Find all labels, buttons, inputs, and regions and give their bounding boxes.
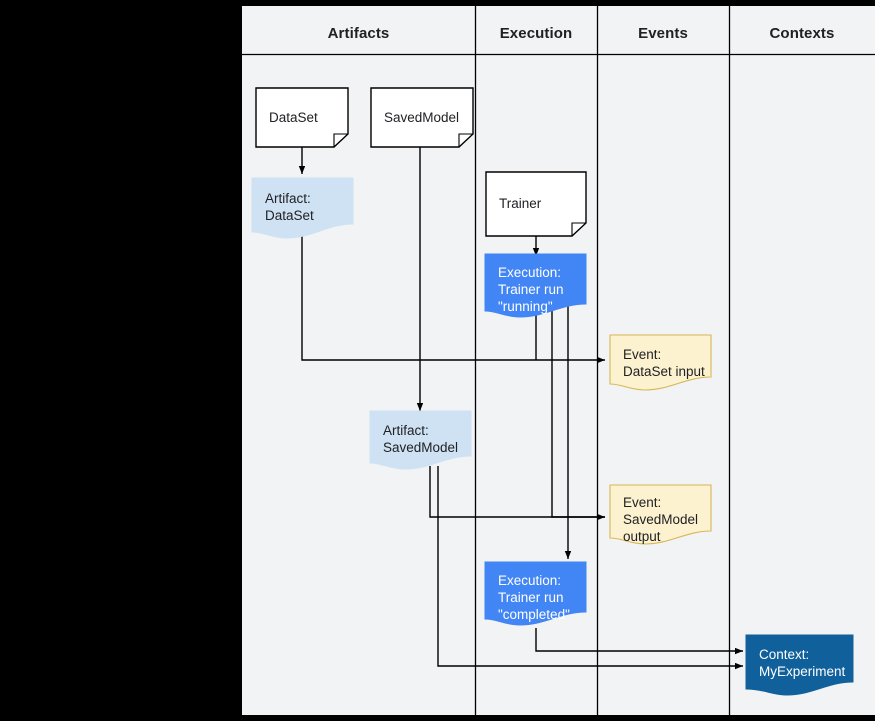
node-shape-context-myexperiment[interactable] <box>745 634 854 696</box>
lane-title-artifacts: Artifacts <box>327 25 390 42</box>
lane-title-contexts: Contexts <box>769 25 835 42</box>
node-event-savedmodel-output[interactable]: Event: SavedModel output <box>610 485 711 544</box>
connectors <box>298 147 743 670</box>
node-label-artifact-dataset: Artifact: DataSet <box>265 191 314 223</box>
node-label-execution-running: Execution: Trainer run "running" <box>498 265 564 314</box>
node-shape-event-savedmodel-output[interactable] <box>609 484 712 545</box>
node-shape-savedmodel-type[interactable] <box>370 87 474 148</box>
node-shape-execution-running[interactable] <box>484 253 587 318</box>
node-shape-artifact-savedmodel[interactable] <box>369 410 472 470</box>
node-label-event-dataset-input: Event: DataSet input <box>623 347 705 379</box>
lane-title-events: Events <box>638 25 688 42</box>
connector-execution-completed-to-context <box>535 628 743 655</box>
connector-artifact-savedmodel-to-event <box>429 466 605 518</box>
connector-artifact-savedmodel-to-context <box>437 466 743 670</box>
diagram-graphics-layer <box>242 6 875 715</box>
node-label-execution-completed: Execution: Trainer run "completed" <box>498 573 570 622</box>
node-label-context-myexperiment: Context: MyExperiment <box>759 647 846 679</box>
node-artifact-savedmodel[interactable]: Artifact: SavedModel <box>370 411 471 469</box>
node-shape-trainer-type[interactable] <box>485 171 587 237</box>
node-label-trainer-type: Trainer <box>499 196 542 211</box>
node-label-savedmodel-type: SavedModel <box>384 110 460 125</box>
node-label-dataset-type: DataSet <box>269 110 318 125</box>
node-savedmodel-type[interactable]: SavedModel <box>371 88 473 147</box>
node-shape-artifact-dataset[interactable] <box>251 177 354 239</box>
node-dataset-type[interactable]: DataSet <box>256 88 348 147</box>
node-shape-execution-completed[interactable] <box>484 561 587 626</box>
node-trainer-type[interactable]: Trainer <box>486 172 586 236</box>
node-label-artifact-savedmodel: Artifact: SavedModel <box>383 423 459 455</box>
node-execution-running[interactable]: Execution: Trainer run "running" <box>485 254 586 317</box>
lane-title-execution: Execution <box>499 25 573 42</box>
node-shape-dataset-type[interactable] <box>255 87 349 148</box>
node-artifact-dataset[interactable]: Artifact: DataSet <box>252 178 353 238</box>
swimlane-diagram: Artifacts Execution Events Contexts <box>242 6 875 715</box>
node-label-event-savedmodel-output: Event: SavedModel output <box>623 495 699 544</box>
node-event-dataset-input[interactable]: Event: DataSet input <box>610 335 711 390</box>
node-context-myexperiment[interactable]: Context: MyExperiment <box>746 635 853 695</box>
connector-artifact-dataset-to-event <box>301 236 605 364</box>
node-shape-event-dataset-input[interactable] <box>609 334 712 391</box>
node-execution-completed[interactable]: Execution: Trainer run "completed" <box>485 562 586 625</box>
